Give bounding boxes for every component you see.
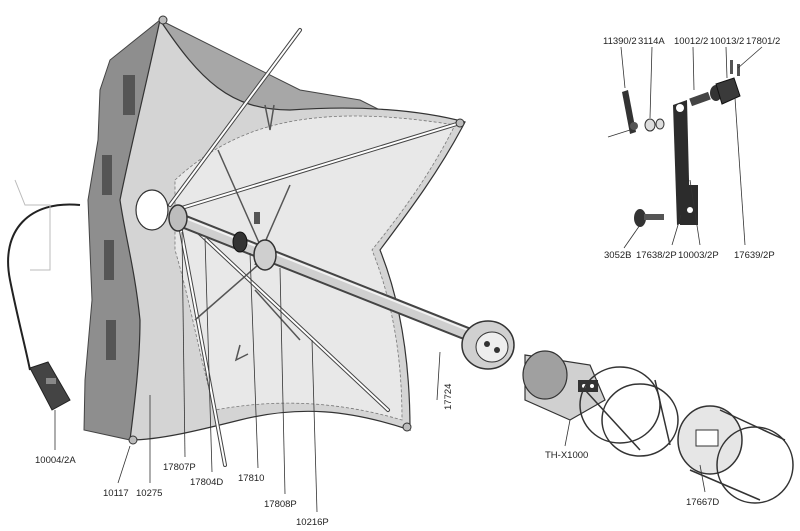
label-17639-2p: 17639/2P [734,250,775,261]
strap [102,155,112,195]
lamp-holder-th-x1000 [522,350,606,421]
leader-lines [54,46,763,513]
washer-3114a [644,118,656,132]
knob-3052b [634,209,664,227]
label-3052b: 3052B [604,250,631,261]
plug [29,361,71,411]
rod-tip [128,435,138,445]
strap [106,320,116,360]
label-17667d: 17667D [686,497,719,508]
collar-17808p [253,239,277,271]
label-3114a: 3114A [638,36,665,47]
collar-17807p [168,204,188,232]
label-17808p: 17808P [264,499,297,510]
power-cable-10004-2a [7,179,81,411]
softbox-fabric [83,18,466,441]
rod-tip [455,118,465,128]
label-10013-2: 10013/2 [710,36,744,47]
rod-tip [402,422,412,432]
socket-cap [461,320,515,370]
label-17804d: 17804D [190,477,223,488]
label-17638-2p: 17638/2P [636,250,677,261]
label-10117: 10117 [103,488,129,499]
axis-tube-17724 [173,213,477,342]
part-labels: 11390/2 3114A 10012/2 10013/2 17801/2 30… [35,36,780,528]
collar-17810 [232,231,248,253]
velcro-tab [264,104,275,131]
label-17810: 17810 [238,473,264,484]
velcro-tab [234,344,249,362]
label-17807p: 17807P [163,462,196,473]
lamp-cage [579,366,679,457]
label-11390-2: 11390/2 [603,36,637,47]
label-10003-2p: 10003/2P [678,250,719,261]
label-10012-2: 10012/2 [674,36,708,47]
set-screw [254,212,260,224]
strap [104,240,114,280]
label-10216p: 10216P [296,517,329,528]
lamp-cage-17667d [677,405,794,504]
rod-tip [158,15,168,25]
label-17724: 17724 [443,384,454,410]
pin-17801-2 [730,60,733,74]
label-10275: 10275 [136,488,162,499]
bracket-assembly [622,60,741,227]
label-10004-2a: 10004/2A [35,455,76,466]
label-17801-2: 17801/2 [746,36,780,47]
label-th-x1000: TH-X1000 [545,450,588,461]
brace [194,149,301,341]
strap [123,75,135,115]
speedring-opening [135,189,169,231]
block-10013-2 [715,77,741,105]
